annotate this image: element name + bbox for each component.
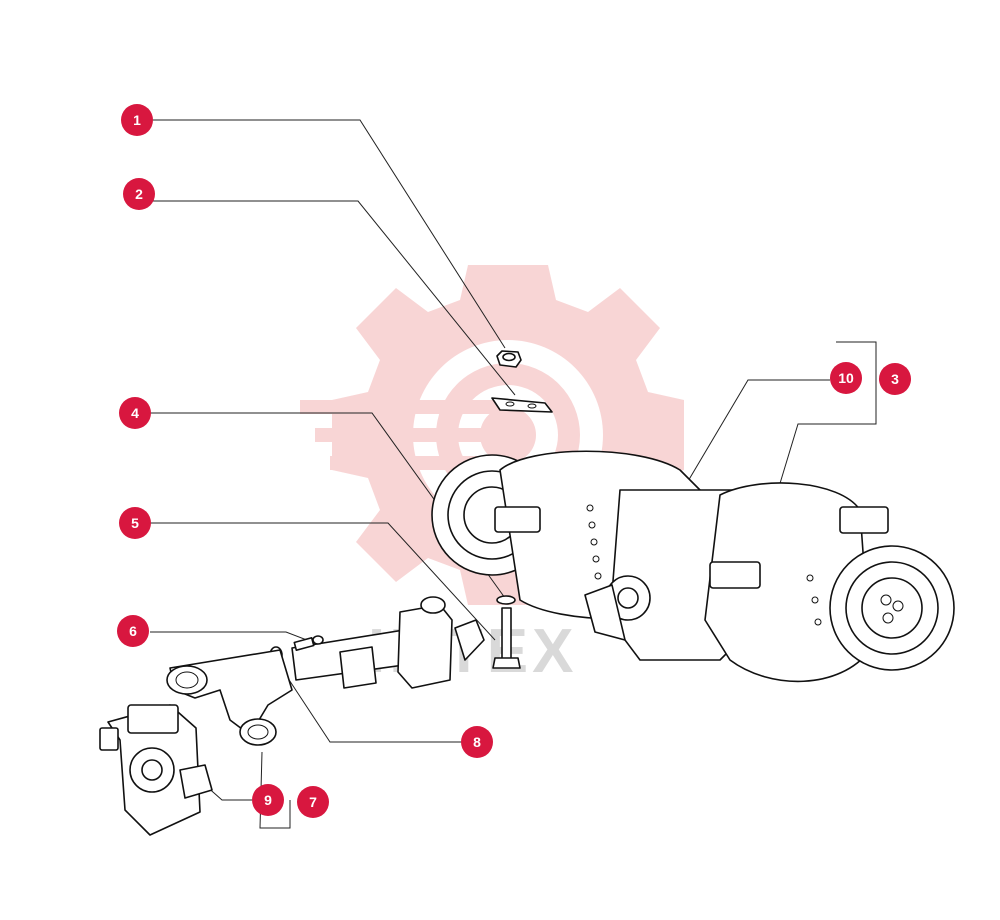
leader-lines bbox=[150, 119, 877, 829]
svg-text:2: 2 bbox=[135, 186, 143, 202]
leader-10 bbox=[664, 379, 830, 521]
svg-text:7: 7 bbox=[309, 794, 317, 810]
svg-text:6: 6 bbox=[129, 623, 137, 639]
callout-10: 10 bbox=[830, 362, 862, 394]
callout-5: 5 bbox=[119, 507, 151, 539]
callouts: 1 2 3 4 5 6 7 8 bbox=[117, 104, 911, 818]
pump-block-part bbox=[99, 704, 213, 836]
callout-8: 8 bbox=[461, 726, 493, 758]
axle-assembly-part bbox=[431, 450, 955, 683]
svg-text:1: 1 bbox=[133, 112, 141, 128]
leader-8 bbox=[275, 659, 462, 743]
svg-text:5: 5 bbox=[131, 515, 139, 531]
svg-text:10: 10 bbox=[838, 370, 854, 386]
screw-part bbox=[293, 635, 324, 651]
right-ring-gear bbox=[829, 545, 955, 671]
drive-shaft-part bbox=[291, 596, 485, 689]
svg-text:3: 3 bbox=[891, 371, 899, 387]
callout-9: 9 bbox=[252, 784, 284, 816]
leader-5 bbox=[150, 522, 496, 641]
leader-3 bbox=[777, 341, 877, 491]
callout-6: 6 bbox=[117, 615, 149, 647]
callout-4: 4 bbox=[119, 397, 151, 429]
svg-text:4: 4 bbox=[131, 405, 139, 421]
callout-3: 3 bbox=[879, 363, 911, 395]
yoke-part bbox=[166, 649, 293, 746]
svg-text:8: 8 bbox=[473, 734, 481, 750]
callout-1: 1 bbox=[121, 104, 153, 136]
callout-2: 2 bbox=[123, 178, 155, 210]
nut-part bbox=[496, 350, 522, 368]
svg-text:9: 9 bbox=[264, 792, 272, 808]
bolt-part bbox=[492, 595, 521, 669]
plate-part bbox=[491, 397, 553, 413]
leader-6 bbox=[150, 631, 313, 643]
leader-1 bbox=[153, 119, 506, 349]
leader-2 bbox=[153, 200, 516, 396]
callout-7: 7 bbox=[297, 786, 329, 818]
